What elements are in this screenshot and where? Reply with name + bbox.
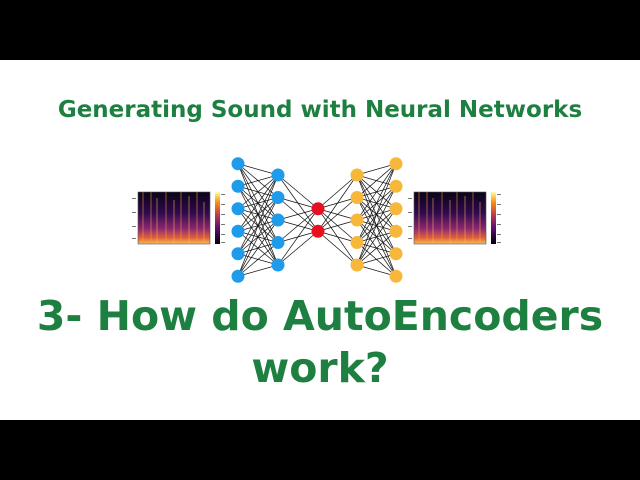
- network-edge: [277, 208, 319, 221]
- network-edge: [237, 242, 279, 277]
- video-title-line-1: 3- How do AutoEncoders: [36, 292, 604, 340]
- network-edge: [356, 163, 397, 221]
- network-nodes: [231, 157, 403, 283]
- encoder-layer-node: [271, 191, 285, 204]
- output-layer-node: [389, 202, 403, 216]
- decoder-layer-node: [350, 191, 364, 204]
- input-layer-node: [231, 179, 245, 193]
- network-edge: [277, 174, 319, 210]
- input-layer-node: [231, 224, 245, 238]
- network-edge: [356, 163, 397, 266]
- encoder-layer-node: [271, 258, 285, 272]
- network-connections: [237, 163, 397, 277]
- encoder-layer-node: [271, 236, 285, 249]
- network-edge: [317, 230, 358, 243]
- decoder-layer-node: [350, 168, 364, 182]
- network-edge: [317, 230, 358, 266]
- network-edge: [237, 163, 279, 176]
- autoencoder-diagram: [132, 157, 501, 283]
- encoder-layer-node: [271, 213, 285, 227]
- input-layer-node: [231, 157, 245, 171]
- network-edge: [317, 197, 358, 232]
- output-spectrogram: [408, 191, 501, 245]
- network-edge: [277, 197, 319, 210]
- input-layer-node: [231, 269, 245, 283]
- network-edge: [237, 174, 279, 187]
- network-edge: [317, 174, 358, 210]
- output-layer-node: [389, 157, 403, 171]
- output-layer-node: [389, 269, 403, 283]
- network-edge: [237, 174, 279, 254]
- network-edge: [356, 186, 397, 266]
- input-layer-node: [231, 202, 245, 216]
- network-edge: [277, 230, 319, 266]
- network-edge: [317, 174, 358, 232]
- output-layer-node: [389, 179, 403, 193]
- series-subtitle: Generating Sound with Neural Networks: [57, 97, 583, 123]
- network-edge: [237, 219, 279, 277]
- network-edge: [277, 208, 319, 266]
- network-edge: [356, 163, 397, 198]
- network-edge: [317, 219, 358, 232]
- network-edge: [356, 163, 397, 243]
- output-layer-node: [389, 224, 403, 238]
- network-edge: [356, 264, 397, 277]
- bottleneck-node: [311, 224, 325, 238]
- network-edge: [237, 174, 279, 277]
- network-edge: [237, 174, 279, 232]
- network-edge: [237, 197, 279, 277]
- decoder-layer-node: [350, 258, 364, 272]
- video-title: 3- How do AutoEncoders work?: [0, 290, 640, 394]
- network-edge: [356, 208, 397, 266]
- network-edge: [356, 230, 397, 266]
- encoder-layer-node: [271, 168, 285, 182]
- thumbnail-slide: [0, 60, 640, 420]
- network-edge: [237, 174, 279, 210]
- input-spectrogram: [132, 191, 225, 245]
- input-layer-node: [231, 247, 245, 261]
- decoder-layer-node: [350, 213, 364, 227]
- decoder-layer-node: [350, 236, 364, 249]
- network-edge: [356, 163, 397, 176]
- output-layer-node: [389, 247, 403, 261]
- network-edge: [356, 253, 397, 266]
- video-title-line-2: work?: [251, 344, 389, 392]
- bottleneck-node: [311, 202, 325, 216]
- network-edge: [277, 208, 319, 243]
- network-edge: [237, 264, 279, 277]
